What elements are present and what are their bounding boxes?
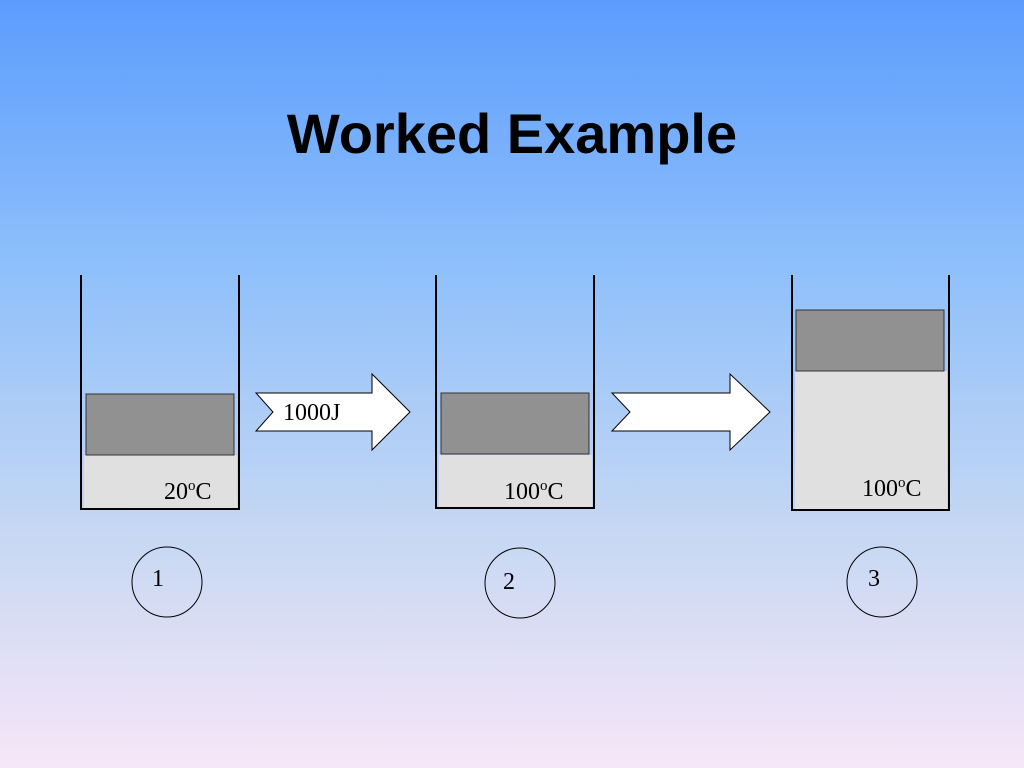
block-2 bbox=[440, 392, 590, 455]
block-3 bbox=[795, 309, 945, 372]
stage-circle-3 bbox=[846, 546, 918, 618]
beaker-outline-1 bbox=[80, 275, 240, 510]
liquid-1 bbox=[84, 455, 237, 508]
stage-number-1: 1 bbox=[152, 566, 164, 592]
liquid-3 bbox=[795, 371, 947, 509]
beaker-2 bbox=[435, 275, 595, 509]
beaker-outline-2 bbox=[435, 275, 595, 509]
stage-number-3: 3 bbox=[868, 566, 880, 592]
stage-circle-2 bbox=[484, 547, 556, 619]
temperature-label-2: 100oC bbox=[504, 478, 564, 506]
block-1 bbox=[85, 393, 235, 456]
stage-circle-1 bbox=[131, 546, 203, 618]
temperature-label-3: 100oC bbox=[862, 475, 922, 503]
arrow-1 bbox=[254, 372, 411, 452]
beaker-outline-3 bbox=[791, 275, 950, 511]
beaker-3 bbox=[791, 275, 950, 511]
stage-number-2: 2 bbox=[503, 569, 515, 595]
arrow-1-label: 1000J bbox=[283, 400, 341, 426]
slide-title: Worked Example bbox=[286, 102, 738, 165]
liquid-2 bbox=[439, 455, 592, 508]
arrow-2 bbox=[610, 372, 771, 452]
temperature-label-1: 20oC bbox=[164, 478, 212, 506]
beaker-1 bbox=[80, 275, 240, 510]
